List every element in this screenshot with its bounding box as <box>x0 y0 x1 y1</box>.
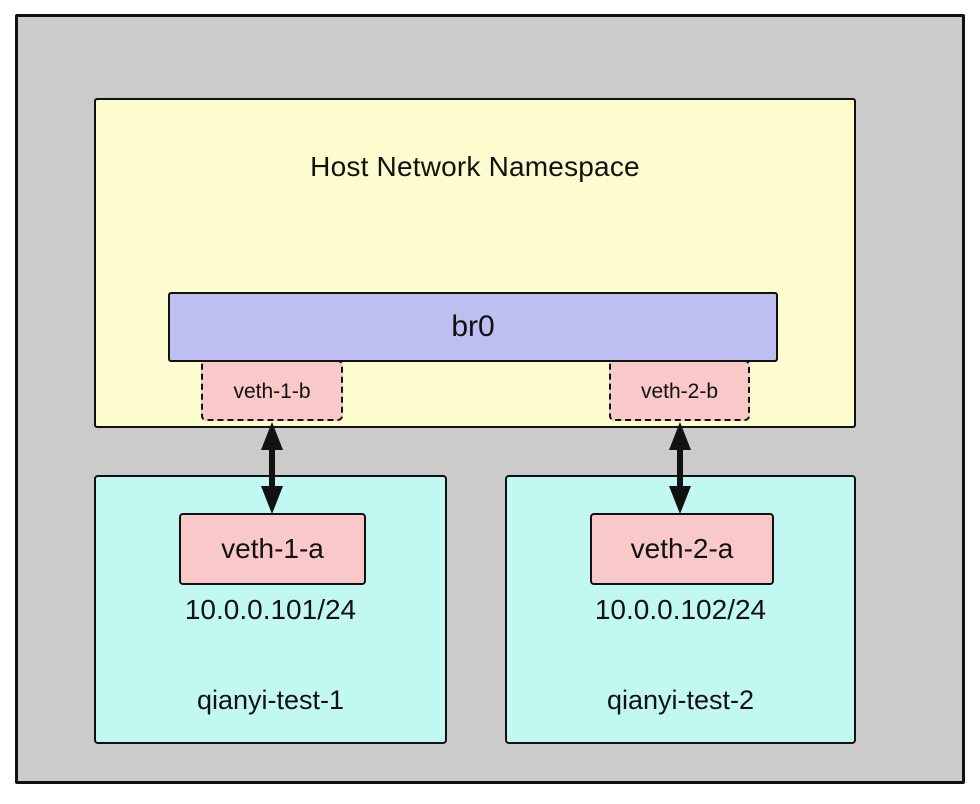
veth-1-a-box: veth-1-a <box>179 513 366 585</box>
bridge-br0-bar: br0 <box>168 292 778 362</box>
ip-address-2: 10.0.0.102/24 <box>594 594 767 625</box>
veth-label: veth-1-a <box>221 533 324 564</box>
veth-label: veth-2-a <box>630 533 734 564</box>
veth-2-a-box: veth-2-a <box>590 513 774 585</box>
bridge-port-veth-1-b: veth-1-b <box>201 360 343 421</box>
bridge-port-label: veth-1-b <box>233 380 311 403</box>
bridge-port-label: veth-2-b <box>640 380 719 403</box>
container-name-1: qianyi-test-1 <box>196 685 345 715</box>
bridge-port-veth-2-b: veth-2-b <box>609 360 750 421</box>
bridge-label: br0 <box>451 310 495 343</box>
host-namespace-title: Host Network Namespace <box>310 151 640 182</box>
ip-address-1: 10.0.0.101/24 <box>184 594 357 625</box>
double-arrow-icon <box>252 422 292 514</box>
double-arrow-icon <box>660 422 700 514</box>
container-name-2: qianyi-test-2 <box>606 685 755 715</box>
